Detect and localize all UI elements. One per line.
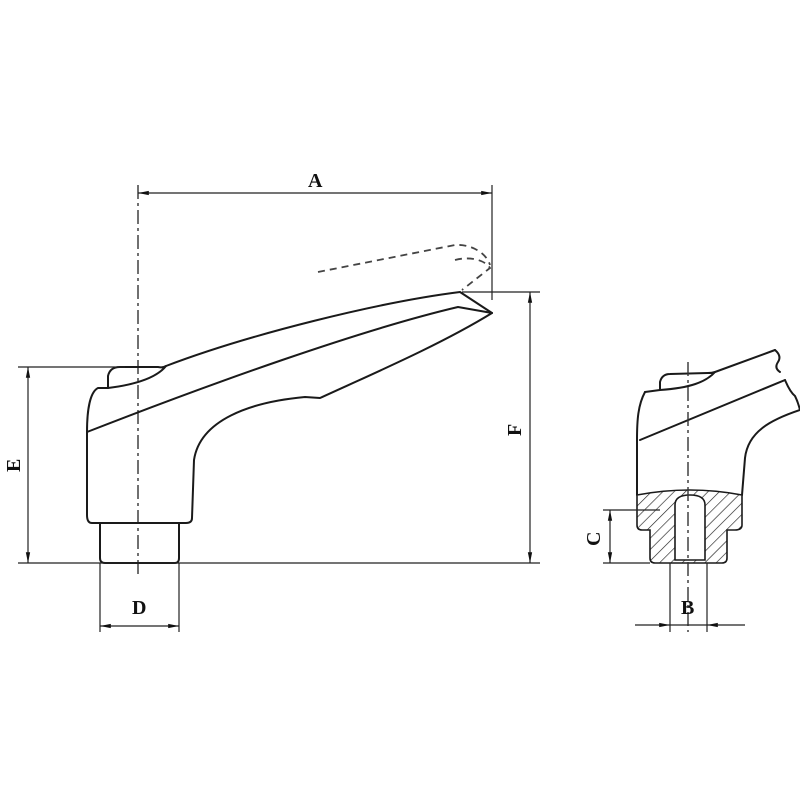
detail-lever-inner	[639, 379, 786, 441]
dimensions-detail: C B	[583, 509, 745, 632]
dimension-c-label: C	[583, 532, 605, 546]
dimension-d-label: D	[132, 597, 146, 619]
dimension-e-label: E	[3, 459, 25, 472]
alternate-position-outline	[317, 244, 491, 273]
dimension-f-label: F	[504, 424, 526, 436]
dimensions-main: A E F D	[3, 170, 540, 632]
lever-body-outline	[86, 312, 493, 524]
side-view-lever	[86, 185, 493, 578]
detail-cap	[644, 371, 716, 393]
section-detail	[636, 349, 800, 632]
threaded-hole	[674, 494, 706, 561]
lever-inner-edge	[86, 306, 493, 433]
lever-top-edge	[165, 291, 493, 367]
threaded-stud	[99, 522, 180, 564]
detail-body-right	[741, 409, 800, 496]
detail-lever-top	[714, 349, 776, 373]
lever-cap	[107, 365, 167, 389]
alternate-position-inner	[454, 257, 492, 291]
dimension-b-label: B	[681, 597, 694, 619]
dimension-a-label: A	[308, 170, 323, 192]
detail-body-left	[636, 391, 646, 496]
